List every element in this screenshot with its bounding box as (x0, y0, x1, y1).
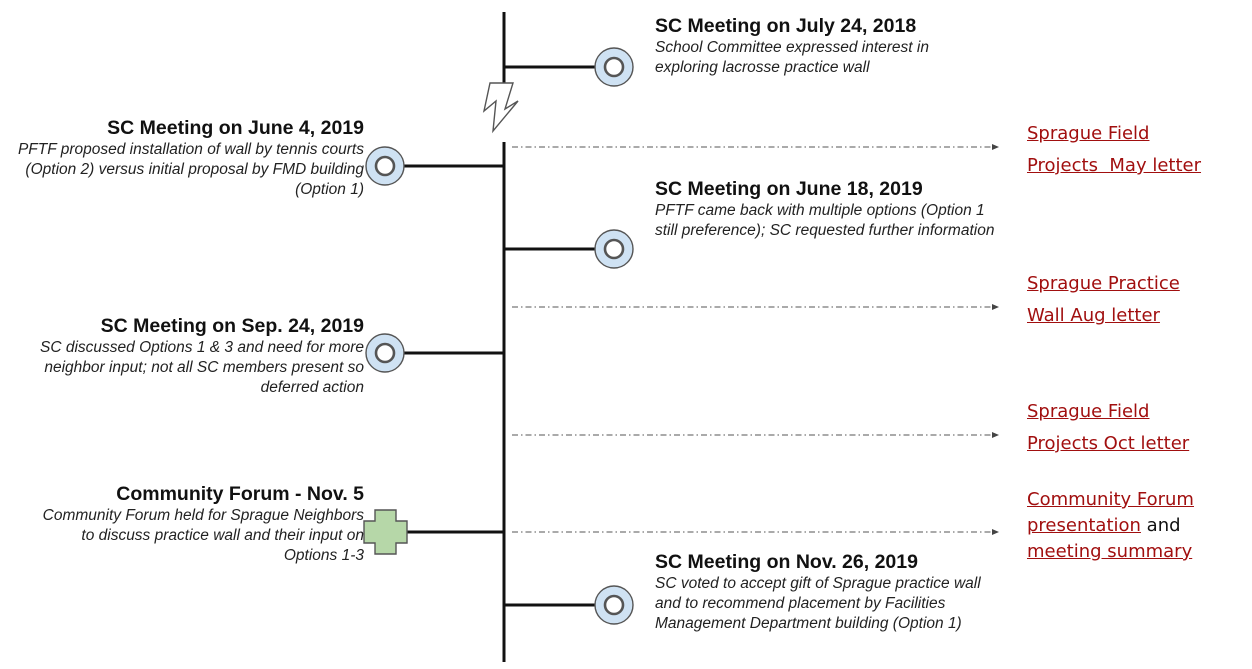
link-oct-letter-line2[interactable]: Projects Oct letter (1027, 433, 1190, 454)
event-description: PFTF came back with multiple options (Op… (655, 202, 995, 239)
arrow-right-icon (512, 432, 999, 438)
link-meeting-summary[interactable]: meeting summary (1027, 541, 1193, 562)
link-forum-and: and (1146, 515, 1181, 536)
event-title: SC Meeting on June 4, 2019 (107, 117, 364, 139)
circle-ring-icon (594, 229, 634, 269)
link-may-letter[interactable]: Sprague Field Projects May letter (1027, 118, 1201, 182)
event-nov26-2019: SC Meeting on Nov. 26, 2019 SC voted to … (655, 551, 1000, 634)
circle-ring-icon (365, 146, 405, 186)
event-title: Community Forum - Nov. 5 (116, 483, 364, 505)
link-oct-letter[interactable]: Sprague Field Projects Oct letter (1027, 396, 1189, 460)
event-description: PFTF proposed installation of wall by te… (17, 141, 364, 198)
link-forum-presentation-line2[interactable]: presentation (1027, 515, 1141, 536)
circle-ring-icon (594, 47, 634, 87)
link-may-letter-line1[interactable]: Sprague Field (1027, 123, 1150, 144)
link-oct-letter-line1[interactable]: Sprague Field (1027, 401, 1150, 422)
event-title: SC Meeting on Sep. 24, 2019 (100, 315, 364, 337)
circle-ring-icon (365, 333, 405, 373)
link-forum-presentation-line1[interactable]: Community Forum (1027, 489, 1194, 510)
event-title: SC Meeting on Nov. 26, 2019 (655, 551, 918, 573)
event-jun4-2019: SC Meeting on June 4, 2019 PFTF proposed… (10, 117, 364, 200)
event-title: SC Meeting on July 24, 2018 (655, 15, 917, 37)
event-description: SC voted to accept gift of Sprague pract… (655, 575, 981, 632)
event-sep24-2019: SC Meeting on Sep. 24, 2019 SC discussed… (10, 315, 364, 398)
event-title: SC Meeting on June 18, 2019 (655, 178, 923, 200)
event-description: SC discussed Options 1 & 3 and need for … (40, 339, 364, 396)
arrow-right-icon (512, 144, 999, 150)
event-jul-2018: SC Meeting on July 24, 2018 School Commi… (655, 15, 995, 78)
event-jun18-2019: SC Meeting on June 18, 2019 PFTF came ba… (655, 178, 1000, 241)
arrow-right-icon (512, 529, 999, 535)
link-aug-letter[interactable]: Sprague Practice Wall Aug letter (1027, 268, 1180, 332)
event-description: Community Forum held for Sprague Neighbo… (42, 507, 364, 564)
link-aug-letter-line1[interactable]: Sprague Practice (1027, 273, 1180, 294)
event-community-forum: Community Forum - Nov. 5 Community Forum… (20, 483, 364, 566)
event-description: School Committee expressed interest in e… (655, 39, 929, 76)
link-community-forum[interactable]: Community Forum presentation and meeting… (1027, 487, 1194, 565)
link-may-letter-line2[interactable]: Projects May letter (1027, 155, 1202, 176)
circle-ring-icon (594, 585, 634, 625)
arrow-right-icon (512, 304, 999, 310)
link-aug-letter-line2[interactable]: Wall Aug letter (1027, 305, 1160, 326)
lightning-break-icon (482, 82, 519, 134)
cross-icon (363, 509, 408, 555)
